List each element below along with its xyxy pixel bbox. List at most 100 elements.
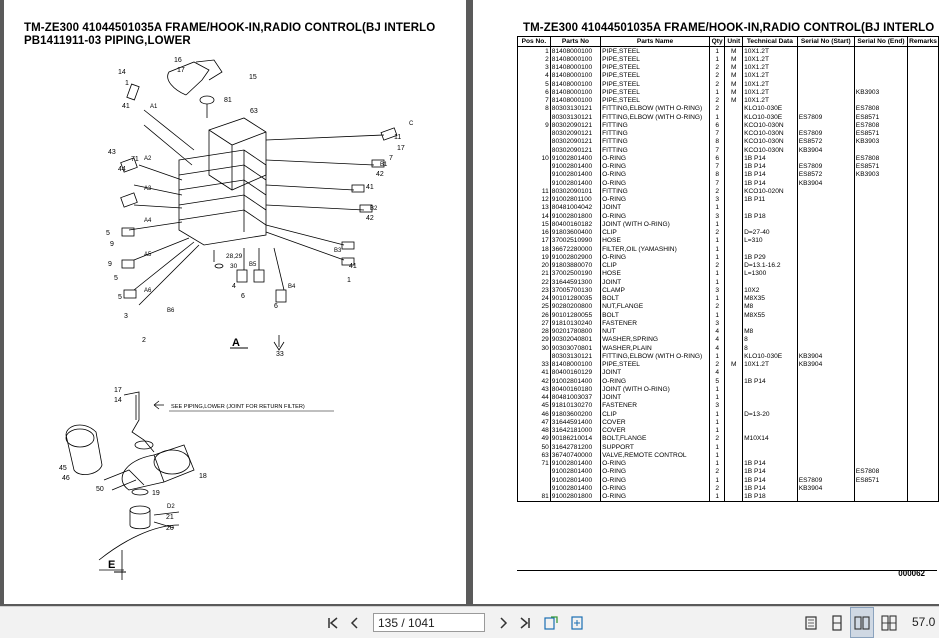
parts-cell — [724, 294, 744, 303]
parts-cell — [796, 195, 855, 204]
parts-cell: ES8571 — [853, 476, 909, 485]
parts-cell: O-RING — [600, 179, 710, 188]
parts-cell — [742, 385, 798, 394]
parts-cell: 4 — [708, 327, 726, 336]
parts-cell — [907, 236, 939, 245]
two-page-continuous-button[interactable] — [878, 607, 900, 638]
parts-cell: 90101280035 — [549, 294, 602, 303]
parts-cell: 10X1.2T — [742, 80, 798, 89]
parts-cell: 44 — [517, 393, 551, 402]
parts-cell — [796, 426, 855, 435]
zoom-level[interactable]: 57.0 — [912, 615, 936, 629]
last-page-button[interactable] — [516, 607, 534, 638]
callout-a-9: C — [409, 121, 414, 127]
parts-cell: 7 — [708, 146, 726, 155]
parts-cell: JOINT — [600, 278, 710, 287]
parts-cell: 47 — [517, 418, 551, 427]
parts-cell — [724, 443, 744, 452]
callout-e-9: 20 — [166, 525, 174, 532]
first-page-button[interactable] — [324, 607, 342, 638]
page-number-input[interactable]: 135 / 1041 — [373, 613, 485, 632]
parts-cell: 10 — [517, 154, 551, 163]
callout-a-33: B5 — [249, 262, 257, 268]
parts-cell — [853, 195, 909, 204]
parts-cell — [853, 327, 909, 336]
previous-page-button[interactable] — [346, 607, 364, 638]
parts-cell — [742, 368, 798, 377]
callout-e-7: D2 — [167, 504, 175, 510]
parts-cell: KB3904 — [796, 360, 855, 369]
parts-cell: 91803600400 — [549, 228, 602, 237]
parts-cell — [907, 418, 939, 427]
parts-cell: KB3903 — [853, 170, 909, 179]
parts-cell — [517, 484, 551, 493]
next-page-button[interactable] — [494, 607, 512, 638]
parts-cell — [742, 319, 798, 328]
parts-cell — [907, 129, 939, 138]
parts-cell: FITTING,ELBOW (WITH O-RING) — [600, 104, 710, 113]
parts-cell: 4 — [708, 344, 726, 353]
left-page: TM-ZE300 41044501035A FRAME/HOOK-IN,RADI… — [4, 0, 466, 604]
parts-cell — [724, 451, 744, 460]
parts-cell: KLO10-030E — [742, 113, 798, 122]
parts-cell: O-RING — [600, 154, 710, 163]
parts-cell — [796, 88, 855, 97]
parts-cell — [907, 443, 939, 452]
continuous-view-button[interactable] — [826, 607, 848, 638]
callout-a-19: 41 — [366, 184, 374, 191]
parts-cell: SUPPORT — [600, 443, 710, 452]
parts-cell: 1 — [708, 220, 726, 229]
single-page-view-button[interactable] — [800, 607, 822, 638]
parts-cell — [853, 80, 909, 89]
rotate-button[interactable] — [540, 607, 562, 638]
parts-cell: 91002801400 — [549, 484, 602, 493]
parts-cell — [796, 121, 855, 130]
parts-cell — [517, 129, 551, 138]
parts-cell: JOINT — [600, 393, 710, 402]
callout-a-36: 4 — [232, 283, 236, 290]
parts-cell: 2 — [708, 302, 726, 311]
parts-cell — [796, 385, 855, 394]
parts-cell: CLAMP — [600, 286, 710, 295]
parts-cell: 90303070801 — [549, 344, 602, 353]
parts-cell: 5 — [708, 377, 726, 386]
two-page-view-button[interactable] — [850, 607, 874, 638]
parts-cell: WASHER,PLAIN — [600, 344, 710, 353]
parts-cell: ES8571 — [853, 162, 909, 171]
view-a-label: A — [232, 337, 240, 349]
parts-cell — [853, 335, 909, 344]
callout-a-22: 42 — [366, 215, 374, 222]
parts-cell — [853, 492, 909, 502]
parts-cell — [796, 368, 855, 377]
fit-page-button[interactable] — [566, 607, 588, 638]
parts-cell — [853, 294, 909, 303]
parts-cell — [907, 88, 939, 97]
upper-hose-shape — [167, 61, 210, 96]
parts-cell — [853, 96, 909, 105]
parts-cell: COVER — [600, 426, 710, 435]
parts-cell — [853, 187, 909, 196]
parts-cell — [907, 121, 939, 130]
parts-cell — [907, 492, 939, 502]
parts-cell — [907, 467, 939, 476]
parts-cell — [907, 302, 939, 311]
parts-cell — [853, 63, 909, 72]
parts-cell: 1B P18 — [742, 492, 798, 502]
document-viewport[interactable]: TM-ZE300 41044501035A FRAME/HOOK-IN,RADI… — [0, 0, 939, 606]
left-page-title-line2: PB1411911-03 PIPING,LOWER — [24, 35, 191, 47]
parts-cell: VALVE,REMOTE CONTROL — [600, 451, 710, 460]
parts-cell — [724, 377, 744, 386]
parts-cell — [907, 393, 939, 402]
